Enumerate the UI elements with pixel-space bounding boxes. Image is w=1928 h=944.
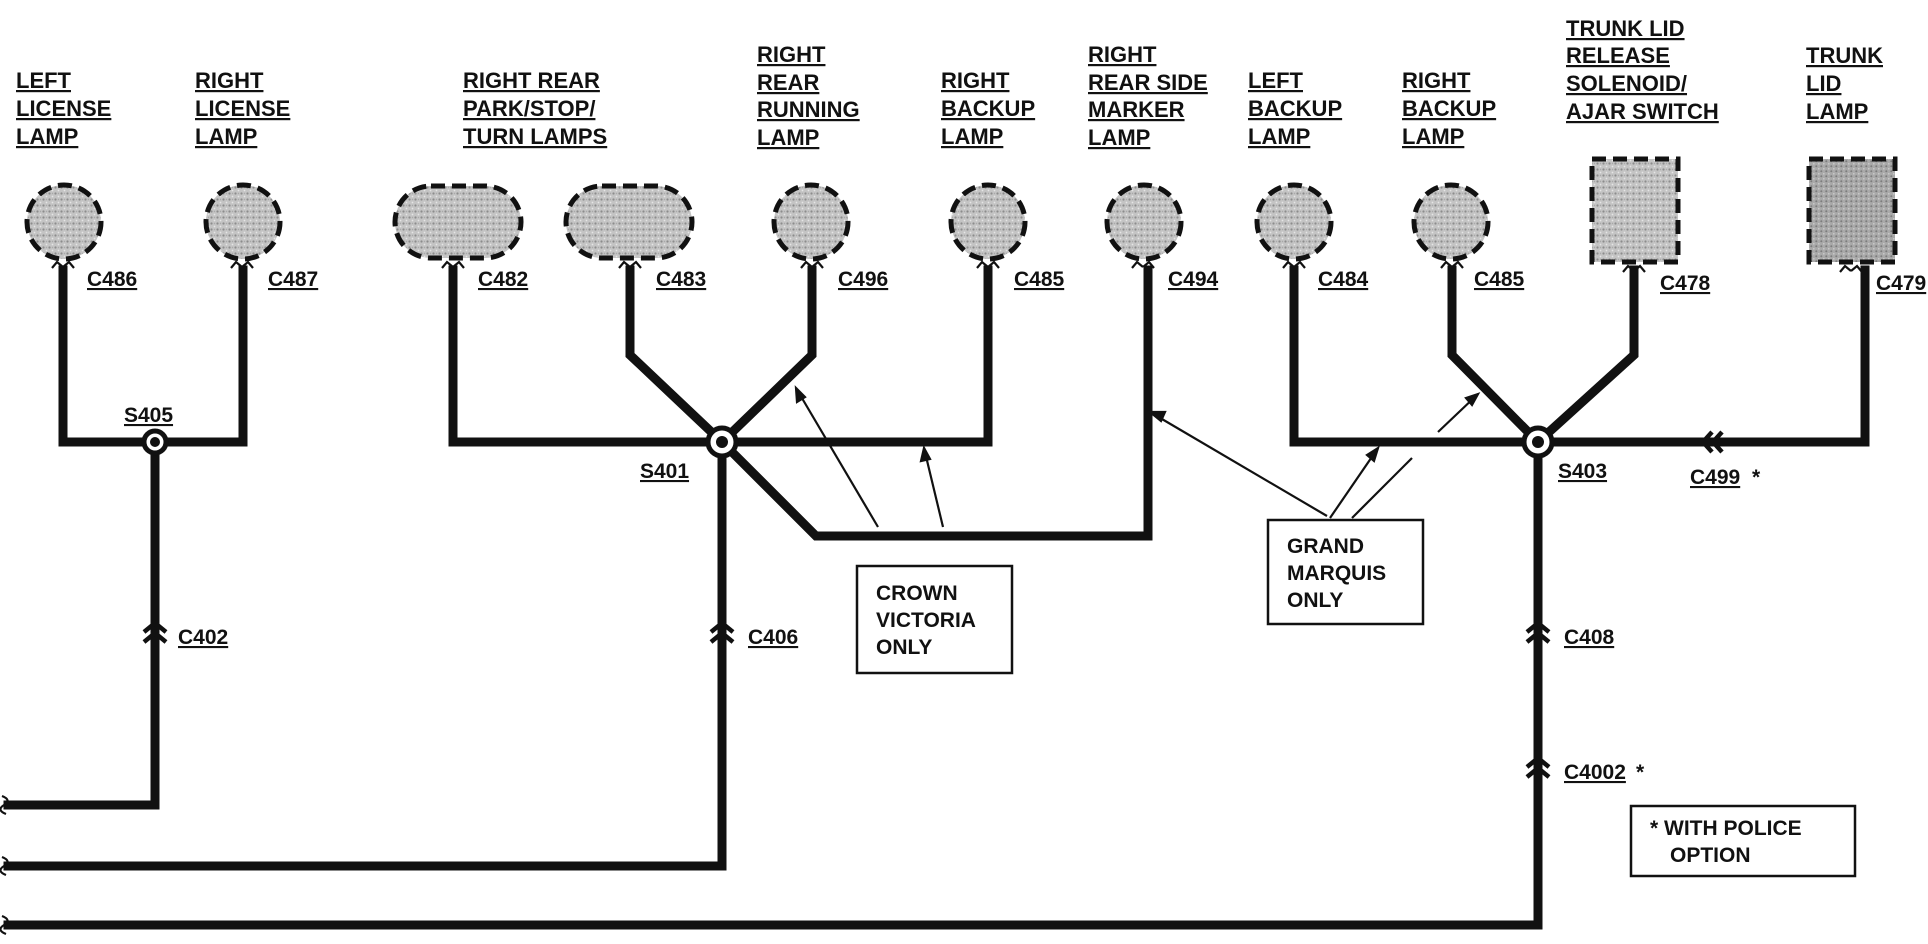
svg-text:C485: C485 bbox=[1474, 268, 1525, 291]
lamp-icon-right-rear-running bbox=[771, 182, 851, 262]
label-trunk-lid-release-solenoid: TRUNK LID RELEASE SOLENOID/ AJAR SWITCH bbox=[1566, 16, 1719, 124]
solenoid-icon-trunk-lid-release bbox=[1589, 156, 1681, 265]
svg-text:RELEASE: RELEASE bbox=[1566, 43, 1670, 68]
label-left-license-lamp: LEFT LICENSE LAMP bbox=[16, 68, 111, 149]
lamp-icon-right-backup-cv bbox=[948, 182, 1028, 262]
svg-text:C406: C406 bbox=[748, 626, 798, 649]
svg-text:C482: C482 bbox=[478, 268, 528, 291]
lamp-icon-trunk-lid bbox=[1806, 156, 1898, 265]
svg-text:PARK/STOP/: PARK/STOP/ bbox=[463, 96, 595, 121]
svg-text:LAMP: LAMP bbox=[16, 124, 78, 149]
wire-break-marks bbox=[0, 794, 9, 936]
label-trunk-lid-lamp: TRUNK LID LAMP bbox=[1806, 43, 1883, 124]
svg-text:TURN LAMPS: TURN LAMPS bbox=[463, 124, 607, 149]
svg-text:S405: S405 bbox=[124, 404, 173, 427]
svg-text:ONLY: ONLY bbox=[1287, 589, 1343, 612]
inline-connector-c408: C408 bbox=[1525, 620, 1615, 649]
svg-text:LAMP: LAMP bbox=[195, 124, 257, 149]
connector-labels: C486 C487 C482 C483 C496 C485 C494 C484 … bbox=[87, 268, 1926, 295]
note-crown-victoria-only: CROWN VICTORIA ONLY bbox=[855, 564, 1014, 675]
svg-text:C478: C478 bbox=[1660, 272, 1711, 295]
svg-text:TRUNK LID: TRUNK LID bbox=[1566, 16, 1685, 41]
svg-text:RIGHT: RIGHT bbox=[1402, 68, 1471, 93]
svg-text:LID: LID bbox=[1806, 71, 1841, 96]
svg-text:RIGHT: RIGHT bbox=[1088, 42, 1157, 67]
label-right-rear-side-marker-lamp: RIGHT REAR SIDE MARKER LAMP bbox=[1088, 42, 1208, 150]
svg-text:REAR SIDE: REAR SIDE bbox=[1088, 70, 1208, 95]
svg-text:GRAND: GRAND bbox=[1287, 535, 1364, 558]
svg-text:LEFT: LEFT bbox=[16, 68, 72, 93]
svg-text:RIGHT REAR: RIGHT REAR bbox=[463, 68, 600, 93]
lamp-icon-right-backup-gm bbox=[1411, 182, 1491, 262]
svg-text:C494: C494 bbox=[1168, 268, 1219, 291]
svg-text:LAMP: LAMP bbox=[1402, 124, 1464, 149]
svg-text:SOLENOID/: SOLENOID/ bbox=[1566, 71, 1687, 96]
label-right-license-lamp: RIGHT LICENSE LAMP bbox=[195, 68, 290, 149]
splice-s403: S403 bbox=[1521, 425, 1607, 483]
svg-text:RIGHT: RIGHT bbox=[195, 68, 264, 93]
inline-connector-c406: C406 bbox=[709, 620, 798, 649]
svg-text:MARQUIS: MARQUIS bbox=[1287, 562, 1386, 585]
svg-text:S401: S401 bbox=[640, 460, 689, 483]
note-police-option: * WITH POLICE OPTION bbox=[1629, 804, 1857, 878]
svg-text:C483: C483 bbox=[656, 268, 706, 291]
svg-text:BACKUP: BACKUP bbox=[941, 96, 1035, 121]
splice-s405: S405 bbox=[124, 404, 173, 456]
inline-connector-c402: C402 bbox=[142, 620, 228, 649]
svg-text:C484: C484 bbox=[1318, 268, 1369, 291]
svg-text:C486: C486 bbox=[87, 268, 137, 291]
svg-text:*: * bbox=[1636, 761, 1645, 784]
svg-text:LAMP: LAMP bbox=[757, 125, 819, 150]
inline-connector-c499: C499 * bbox=[1690, 430, 1761, 489]
label-left-backup-lamp: LEFT BACKUP LAMP bbox=[1248, 68, 1342, 149]
note-grand-marquis-only: GRAND MARQUIS ONLY bbox=[1266, 518, 1425, 626]
svg-text:LAMP: LAMP bbox=[1248, 124, 1310, 149]
svg-text:VICTORIA: VICTORIA bbox=[876, 609, 976, 632]
svg-text:C4002: C4002 bbox=[1564, 761, 1626, 784]
svg-text:ONLY: ONLY bbox=[876, 636, 932, 659]
lamp-icon-left-backup bbox=[1254, 182, 1334, 262]
svg-text:BACKUP: BACKUP bbox=[1248, 96, 1342, 121]
lamp-icon-park-stop-turn-1 bbox=[392, 183, 524, 261]
svg-text:RIGHT: RIGHT bbox=[757, 42, 826, 67]
lamp-icon-right-rear-side-marker bbox=[1104, 182, 1184, 262]
label-right-rear-park-stop-turn-lamps: RIGHT REAR PARK/STOP/ TURN LAMPS bbox=[463, 68, 607, 149]
svg-text:BACKUP: BACKUP bbox=[1402, 96, 1496, 121]
svg-text:LEFT: LEFT bbox=[1248, 68, 1304, 93]
svg-text:AJAR SWITCH: AJAR SWITCH bbox=[1566, 99, 1719, 124]
leader-arrows bbox=[794, 385, 1481, 528]
svg-text:MARKER: MARKER bbox=[1088, 97, 1185, 122]
splice-s401: S401 bbox=[640, 425, 739, 483]
lamp-icon-park-stop-turn-2 bbox=[563, 183, 695, 261]
label-right-rear-running-lamp: RIGHT REAR RUNNING LAMP bbox=[757, 42, 860, 150]
label-right-backup-lamp-cv: RIGHT BACKUP LAMP bbox=[941, 68, 1035, 149]
svg-text:LICENSE: LICENSE bbox=[16, 96, 111, 121]
lamp-icon-right-license bbox=[203, 182, 283, 262]
svg-text:RUNNING: RUNNING bbox=[757, 97, 860, 122]
svg-text:LICENSE: LICENSE bbox=[195, 96, 290, 121]
svg-text:C496: C496 bbox=[838, 268, 888, 291]
svg-text:CROWN: CROWN bbox=[876, 582, 958, 605]
svg-text:C485: C485 bbox=[1014, 268, 1065, 291]
svg-text:C479: C479 bbox=[1876, 272, 1926, 295]
svg-text:OPTION: OPTION bbox=[1670, 844, 1751, 867]
svg-text:RIGHT: RIGHT bbox=[941, 68, 1010, 93]
svg-text:TRUNK: TRUNK bbox=[1806, 43, 1883, 68]
svg-text:C408: C408 bbox=[1564, 626, 1615, 649]
svg-text:C402: C402 bbox=[178, 626, 228, 649]
label-right-backup-lamp-gm: RIGHT BACKUP LAMP bbox=[1402, 68, 1496, 149]
lamp-icon-left-license bbox=[24, 182, 104, 262]
svg-text:S403: S403 bbox=[1558, 460, 1607, 483]
svg-text:C487: C487 bbox=[268, 268, 318, 291]
svg-text:LAMP: LAMP bbox=[1806, 99, 1868, 124]
svg-text:REAR: REAR bbox=[757, 70, 819, 95]
svg-text:*: * bbox=[1752, 466, 1761, 489]
svg-text:LAMP: LAMP bbox=[941, 124, 1003, 149]
inline-connector-c4002: C4002 * bbox=[1525, 755, 1645, 784]
svg-text:C499: C499 bbox=[1690, 466, 1740, 489]
svg-text:LAMP: LAMP bbox=[1088, 125, 1150, 150]
svg-text:* WITH POLICE: * WITH POLICE bbox=[1650, 817, 1802, 840]
